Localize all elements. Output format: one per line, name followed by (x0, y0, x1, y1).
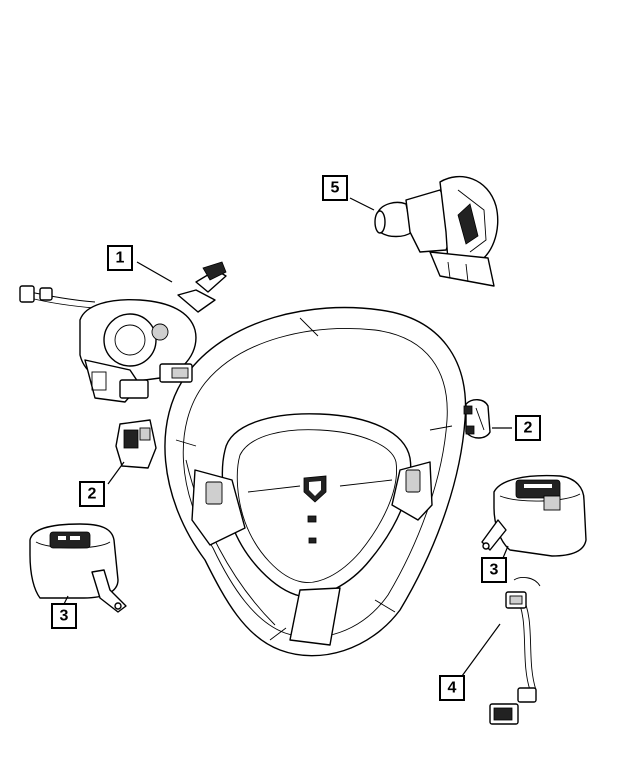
callout-2-left: 2 (79, 481, 105, 507)
column-module-assembly (374, 175, 499, 287)
leader-3-right (502, 545, 509, 559)
callout-2-right: 2 (515, 415, 541, 441)
callout-label: 5 (331, 180, 340, 197)
leader-4 (461, 623, 501, 677)
wiring-harness (489, 577, 541, 725)
callout-1: 1 (107, 245, 133, 271)
callout-3-right: 3 (481, 557, 507, 583)
callout-3-left: 3 (51, 603, 77, 629)
callout-label: 2 (524, 420, 533, 437)
switch-bezel-right (481, 474, 587, 557)
leader-5 (349, 197, 375, 211)
leader-2-left (107, 461, 125, 485)
callout-label: 4 (448, 680, 457, 697)
switch-right (463, 399, 491, 439)
callout-label: 3 (490, 562, 499, 579)
steering-wheel (164, 306, 467, 657)
callout-label: 1 (116, 250, 125, 267)
callout-label: 2 (88, 486, 97, 503)
leader-3-left (63, 595, 69, 605)
callout-4: 4 (439, 675, 465, 701)
callout-5: 5 (322, 175, 348, 201)
callout-label: 3 (60, 608, 69, 625)
switch-left (115, 419, 157, 469)
multifunction-switch-assembly (19, 261, 227, 403)
switch-bezel-left (29, 523, 127, 613)
leader-1 (136, 261, 173, 283)
